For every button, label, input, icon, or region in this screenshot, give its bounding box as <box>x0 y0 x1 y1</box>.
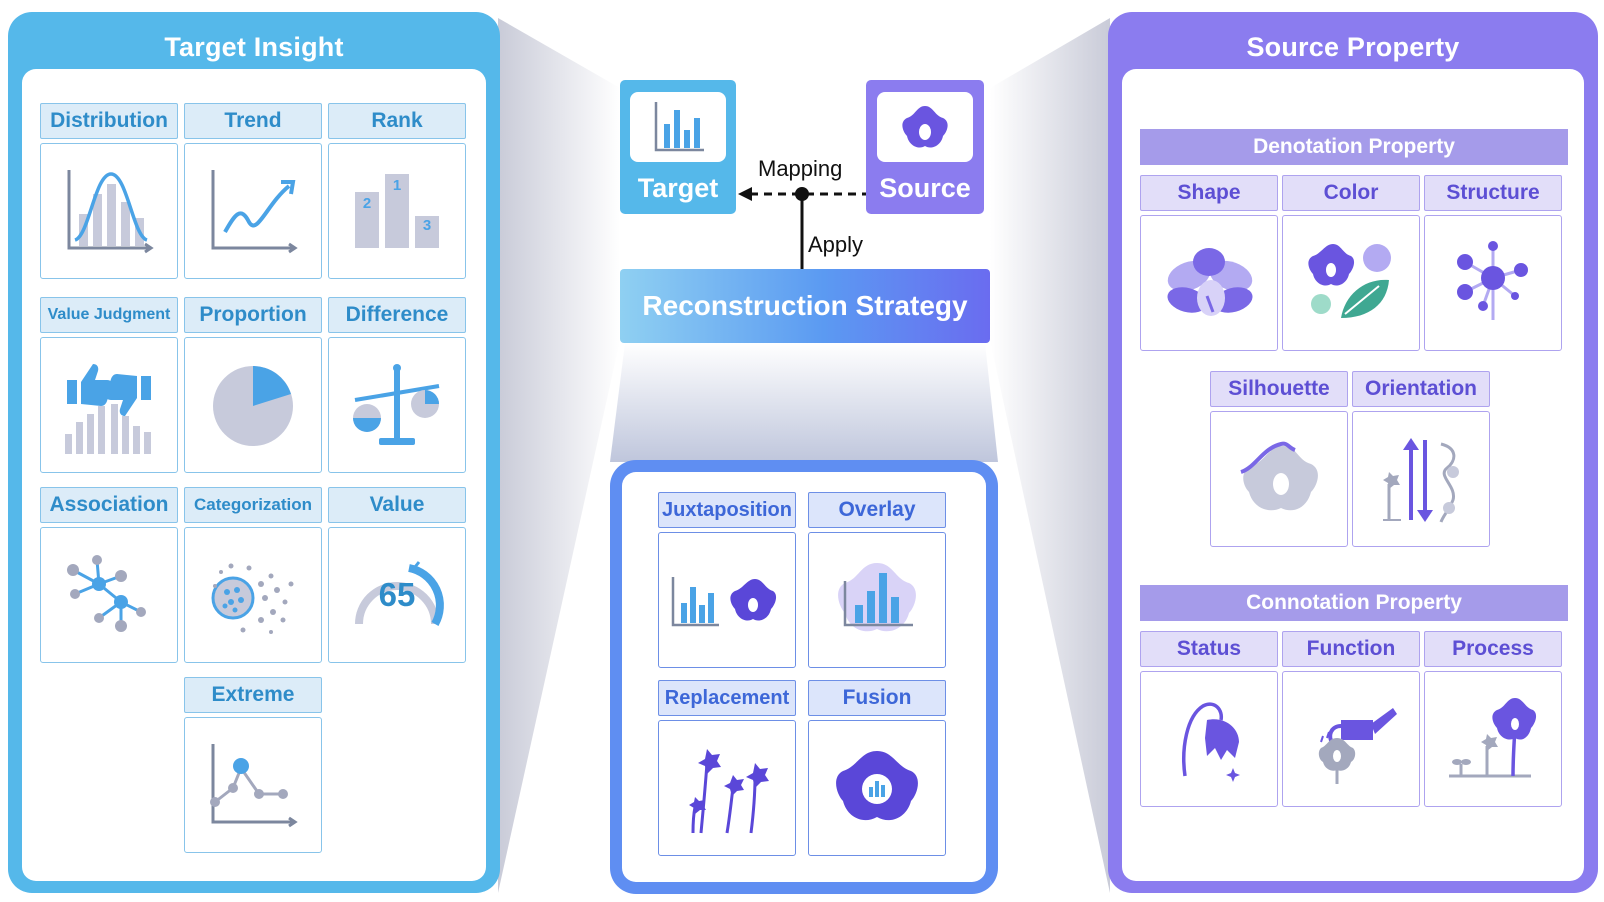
replacement-label: Replacement <box>658 680 796 716</box>
juxtaposition-label: Juxtaposition <box>658 492 796 528</box>
flower-icon <box>877 92 973 162</box>
target-label: Target <box>637 173 719 203</box>
shape-label: Shape <box>1140 175 1278 211</box>
strategy-grid: Juxtaposition Overlay Rep <box>622 472 986 882</box>
gauge-icon: 65 <box>328 527 466 663</box>
process-label: Process <box>1424 631 1562 667</box>
overlay-label: Overlay <box>808 492 946 528</box>
orientation-arrows-icon <box>1352 411 1490 547</box>
distribution-label: Distribution <box>40 103 178 139</box>
fusion-label: Fusion <box>808 680 946 716</box>
network-graph-icon <box>40 527 178 663</box>
balance-scale-icon <box>328 337 466 473</box>
thumbs-up-down-icon <box>40 337 178 473</box>
difference-label: Difference <box>328 297 466 333</box>
value-label: Value <box>328 487 466 523</box>
trend-icon <box>184 143 322 279</box>
mapping-arrow <box>738 187 866 270</box>
trend-label: Trend <box>184 103 322 139</box>
fusion-flower-icon <box>808 720 946 856</box>
proportion-label: Proportion <box>184 297 322 333</box>
color-label: Color <box>1282 175 1420 211</box>
juxtaposition-icon <box>658 532 796 668</box>
svg-text:2: 2 <box>363 195 371 212</box>
growth-process-icon <box>1424 671 1562 807</box>
gauge-value: 65 <box>378 576 416 613</box>
flower-color-icon <box>1282 215 1420 351</box>
pie-chart-icon <box>184 337 322 473</box>
target-node: Target <box>620 80 736 214</box>
extreme-label: Extreme <box>184 677 322 713</box>
replacement-flowers-icon <box>658 720 796 856</box>
bar-chart-icon <box>630 92 726 162</box>
apply-label: Apply <box>808 232 864 257</box>
distribution-icon <box>40 143 178 279</box>
panel-title: Target Insight <box>164 32 344 62</box>
rank-label: Rank <box>328 103 466 139</box>
value-judgment-label: Value Judgment <box>40 297 178 333</box>
wilted-flower-icon <box>1140 671 1278 807</box>
source-label: Source <box>879 173 971 203</box>
association-label: Association <box>40 487 178 523</box>
rank-icon: 2 1 3 <box>328 143 466 279</box>
structure-label: Structure <box>1424 175 1562 211</box>
silhouette-label: Silhouette <box>1210 371 1348 407</box>
strategy-panel: Juxtaposition Overlay Rep <box>610 460 998 894</box>
reconstruction-strategy-bar: Reconstruction Strategy <box>620 269 990 343</box>
target-insight-panel: Target Insight Distribution Trend <box>8 12 500 893</box>
flower-silhouette-icon <box>1210 411 1348 547</box>
status-label: Status <box>1140 631 1278 667</box>
orientation-label: Orientation <box>1352 371 1490 407</box>
connotation-header: Connotation Property <box>1140 585 1568 621</box>
cluster-dots-icon <box>184 527 322 663</box>
flower-shape-icon <box>1140 215 1278 351</box>
flower-structure-icon <box>1424 215 1562 351</box>
svg-text:1: 1 <box>393 177 401 194</box>
extreme-point-icon <box>184 717 322 853</box>
watering-can-icon <box>1282 671 1420 807</box>
svg-text:3: 3 <box>423 217 431 234</box>
categorization-label: Categorization <box>184 487 322 523</box>
source-property-panel: Source Property Denotation Property Shap… <box>1108 12 1598 893</box>
source-node: Source <box>866 80 984 214</box>
overlay-icon <box>808 532 946 668</box>
source-property-grid: Denotation Property Shape Color <box>1122 69 1584 881</box>
denotation-header: Denotation Property <box>1140 129 1568 165</box>
function-label: Function <box>1282 631 1420 667</box>
target-insight-grid: Distribution Trend Rank <box>22 69 486 881</box>
mapping-label: Mapping <box>758 156 843 181</box>
panel-title: Source Property <box>1246 32 1460 62</box>
